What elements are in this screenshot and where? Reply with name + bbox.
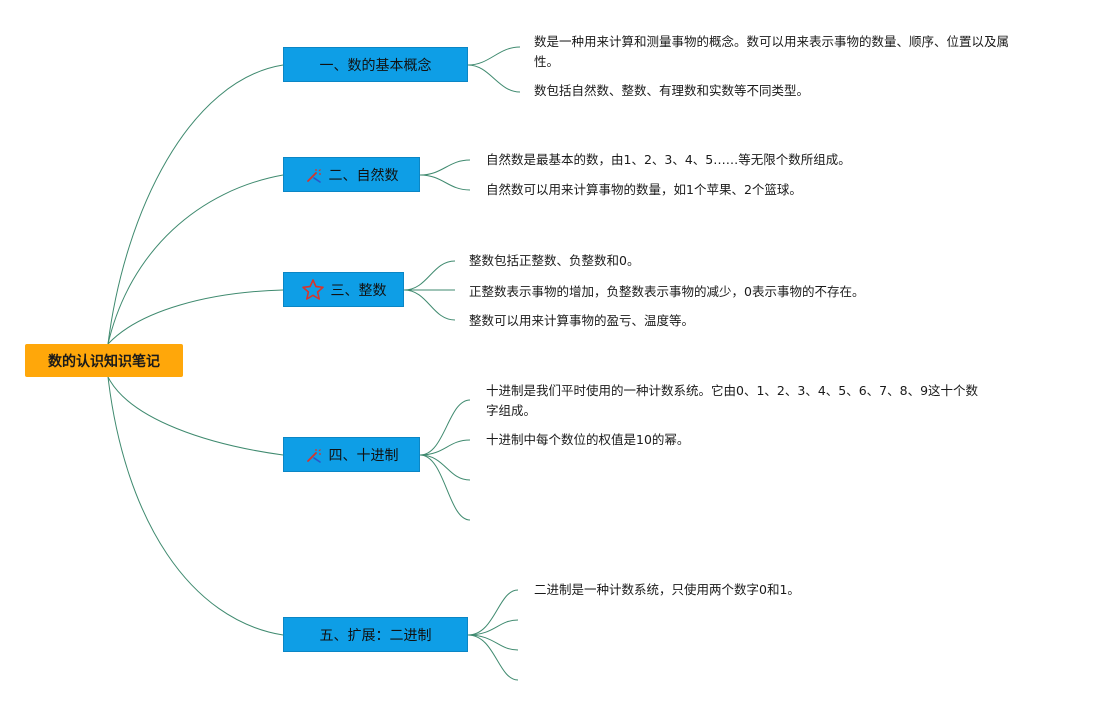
connector-root-branch-5 <box>107 376 284 636</box>
connector-b5-note1 <box>467 589 519 636</box>
branch-topic-2-label: 二、自然数 <box>328 167 399 184</box>
branch-3-note-3: 整数可以用来计算事物的盈亏、温度等。 <box>469 313 695 328</box>
connector-root-branch-4 <box>107 376 284 456</box>
connector-b3-note3 <box>403 289 456 321</box>
branch-topic-4[interactable]: 四、十进制 <box>283 437 420 472</box>
branch-2-note-2: 自然数可以用来计算事物的数量，如1个苹果、2个篮球。 <box>486 182 802 197</box>
root-topic[interactable]: 数的认识知识笔记 <box>25 344 183 377</box>
connector-b5-empty2 <box>467 634 519 651</box>
magic-wand-icon <box>305 166 323 184</box>
branch-5-note-1: 二进制是一种计数系统，只使用两个数字0和1。 <box>534 582 800 597</box>
magic-wand-icon <box>305 446 323 464</box>
connector-root-branch-2 <box>107 174 284 345</box>
connector-b5-empty1 <box>467 619 519 636</box>
branch-topic-4-label: 四、十进制 <box>328 447 399 464</box>
branch-2-note-1: 自然数是最基本的数，由1、2、3、4、5……等无限个数所组成。 <box>486 152 851 167</box>
branch-3-note-2: 正整数表示事物的增加，负整数表示事物的减少，0表示事物的不存在。 <box>469 284 865 299</box>
branch-topic-5[interactable]: 五、扩展：二进制 <box>283 617 468 652</box>
connector-root-branch-3 <box>107 289 284 345</box>
connector-root-branch-1 <box>107 64 284 345</box>
branch-4-note-2: 十进制中每个数位的权值是10的幂。 <box>486 432 690 447</box>
connector-b4-note2 <box>419 439 471 456</box>
connector-b1-note1 <box>467 46 521 66</box>
connector-b2-note2 <box>419 174 471 191</box>
connector-b4-empty1 <box>419 454 471 481</box>
branch-topic-3[interactable]: 三、整数 <box>283 272 404 307</box>
branch-1-note-1: 数是一种用来计算和测量事物的概念。数可以用来表示事物的数量、顺序、位置以及属性。 <box>534 34 1010 69</box>
connector-b3-note1 <box>403 260 456 291</box>
connector-b5-empty3 <box>467 634 519 681</box>
branch-4-note-1: 十进制是我们平时使用的一种计数系统。它由0、1、2、3、4、5、6、7、8、9这… <box>486 383 979 418</box>
branch-topic-1[interactable]: 一、数的基本概念 <box>283 47 468 82</box>
root-topic-label: 数的认识知识笔记 <box>48 353 160 370</box>
connector-b1-note2 <box>467 64 521 93</box>
connector-b4-note1 <box>419 399 471 456</box>
connector-b2-note1 <box>419 159 471 176</box>
branch-topic-5-label: 五、扩展：二进制 <box>319 627 432 644</box>
branch-topic-3-label: 三、整数 <box>330 282 387 299</box>
branch-3-note-1: 整数包括正整数、负整数和0。 <box>469 253 640 268</box>
branch-topic-1-label: 一、数的基本概念 <box>319 57 432 74</box>
branch-topic-2[interactable]: 二、自然数 <box>283 157 420 192</box>
star-outline-icon <box>301 278 325 302</box>
branch-1-note-2: 数包括自然数、整数、有理数和实数等不同类型。 <box>534 83 810 98</box>
connector-b4-empty2 <box>419 454 471 521</box>
